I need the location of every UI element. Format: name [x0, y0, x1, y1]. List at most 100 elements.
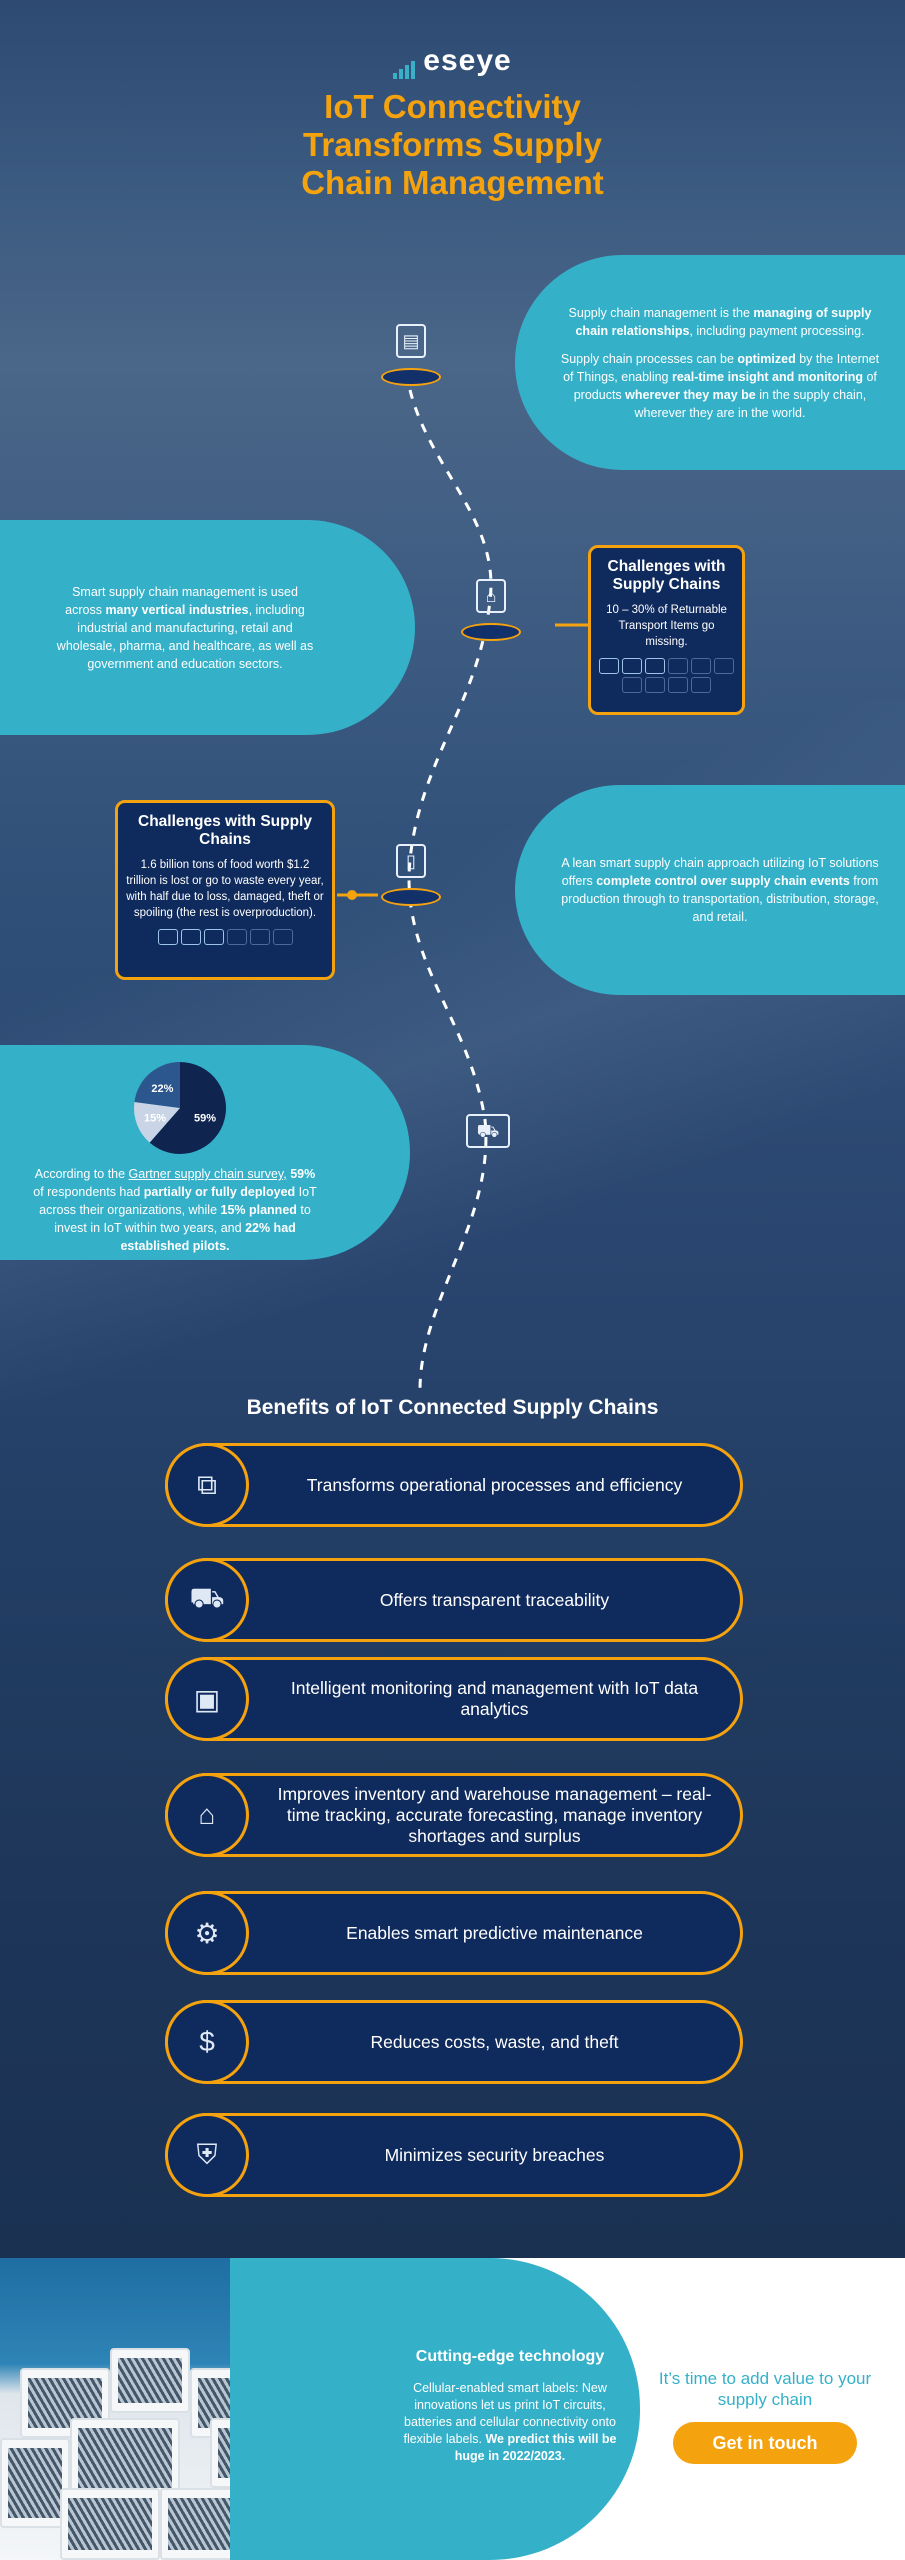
- crate-icon: [645, 677, 665, 693]
- node-mobile: ▯: [378, 840, 444, 906]
- package-check-icon: ▣: [165, 1657, 249, 1741]
- challenge-title: Challenges with Supply Chains: [607, 558, 726, 593]
- lean-bubble: A lean smart supply chain approach utili…: [515, 785, 905, 995]
- truck-icon: ⛟: [466, 1114, 510, 1148]
- text-segment: Supply chain management is the: [568, 305, 754, 320]
- paragraph: Supply chain processes can be optimized …: [555, 350, 885, 422]
- node-box-phone: ▤: [378, 320, 444, 386]
- pie-label: 15%: [144, 1112, 166, 1124]
- industries-bubble: Smart supply chain management is used ac…: [0, 520, 415, 735]
- cutting-edge-text: Cellular-enabled smart labels: New innov…: [400, 2380, 620, 2465]
- text-segment: wherever they may be: [625, 387, 756, 402]
- eseye-logo[interactable]: eseye: [0, 44, 905, 80]
- piggy-bank-icon: $: [165, 2000, 249, 2084]
- text-segment: many vertical industries: [105, 602, 249, 617]
- warehouse-icon: ⌂: [165, 1773, 249, 1857]
- deployment-pie-chart: 59% 15% 22%: [134, 1062, 226, 1154]
- bread-icon: [203, 929, 224, 945]
- benefit-item: ⚙ Enables smart predictive maintenance: [165, 1891, 743, 1975]
- gartner-bubble: According to the Gartner supply chain su…: [0, 1045, 410, 1260]
- title-line: Transforms Supply: [303, 126, 602, 163]
- maintenance-icon: ⚙: [165, 1891, 249, 1975]
- signal-bars-icon: [393, 45, 417, 80]
- text-segment: Cellular-enabled smart labels: New innov…: [403, 2381, 616, 2446]
- title-line: Chain Management: [301, 164, 604, 201]
- text-segment: We predict this will be huge in 2022/202…: [454, 2432, 617, 2463]
- logo-text: eseye: [423, 44, 512, 77]
- cutting-edge-panel: Cutting-edge technology Cellular-enabled…: [230, 2258, 640, 2560]
- text-segment: Supply chain processes can be: [560, 351, 738, 366]
- gartner-survey-link[interactable]: Gartner supply chain survey,: [128, 1167, 287, 1181]
- text-segment: by the Internet of Things, enabling: [563, 351, 880, 384]
- benefit-text: Transforms operational processes and eff…: [306, 1474, 683, 1495]
- benefits-heading: Benefits of IoT Connected Supply Chains: [246, 1396, 659, 1419]
- text-segment: of products: [573, 369, 877, 402]
- crate-icon: [714, 658, 734, 674]
- text-segment: real-time insight and monitoring: [671, 369, 863, 384]
- pie-label: 22%: [151, 1083, 173, 1095]
- benefit-item: ⌂ Improves inventory and warehouse manage…: [165, 1773, 743, 1857]
- crate-icon: [599, 658, 619, 674]
- challenge-title: Challenges with Supply Chains: [138, 813, 312, 848]
- cta-text: It’s time to add value to your supply ch…: [658, 2369, 872, 2409]
- benefit-text: Offers transparent traceability: [379, 1589, 610, 1610]
- benefit-item: ▣ Intelligent monitoring and management w…: [165, 1657, 743, 1741]
- pie-label: 59%: [194, 1112, 216, 1124]
- text-segment: , including industrial and manufacturing…: [56, 602, 314, 671]
- mobile-package-icon: ▯: [396, 844, 426, 878]
- text-segment: partially or fully deployed: [143, 1185, 296, 1199]
- box-phone-icon: ▤: [396, 324, 426, 358]
- title-line: IoT Connectivity: [324, 88, 581, 125]
- crate-icon: [691, 677, 711, 693]
- text-segment: in the supply chain, wherever they are i…: [634, 387, 867, 420]
- text-segment: optimized: [737, 351, 796, 366]
- forklift-icon: ⛟: [165, 1558, 249, 1642]
- bread-icon: [180, 929, 201, 945]
- crate-icon: [622, 658, 642, 674]
- ai-factory-icon: ⌂: [476, 579, 506, 613]
- text-segment: 15% planned: [220, 1203, 297, 1217]
- paragraph: According to the Gartner supply chain su…: [30, 1165, 320, 1255]
- benefit-text: Minimizes security breaches: [384, 2144, 605, 2165]
- benefit-item: ⧉ Transforms operational processes and ef…: [165, 1443, 743, 1527]
- bread-icon: [157, 929, 178, 945]
- crate-icon: [691, 658, 711, 674]
- text-segment: complete control over supply chain event…: [596, 874, 850, 888]
- cutting-edge-title: Cutting-edge technology: [415, 2348, 605, 2365]
- page-title: IoT Connectivity Transforms Supply Chain…: [0, 88, 905, 202]
- crate-icons: [599, 658, 734, 693]
- paragraph: A lean smart supply chain approach utili…: [560, 854, 880, 926]
- shield-icon: ⛨: [165, 2113, 249, 2197]
- crate-icon: [668, 677, 688, 693]
- text-segment: from production through to transportatio…: [561, 874, 879, 924]
- text-segment: managing of supply chain relationships: [575, 305, 872, 338]
- node-industries: ⌂: [458, 575, 524, 641]
- benefit-text: Enables smart predictive maintenance: [346, 1922, 643, 1943]
- text-segment: of respondents had: [33, 1185, 144, 1199]
- benefit-item: ⛟ Offers transparent traceability: [165, 1558, 743, 1642]
- pie-slice: [134, 1062, 180, 1108]
- get-in-touch-button[interactable]: Get in touch: [673, 2422, 857, 2464]
- bread-icon: [226, 929, 247, 945]
- text-segment: to invest in IoT within two years, and: [54, 1203, 311, 1235]
- challenge-text: 1.6 billion tons of food worth $1.2 tril…: [126, 859, 324, 919]
- bread-icon: [249, 929, 270, 945]
- challenge-card-food: Challenges with Supply Chains 1.6 billio…: [115, 800, 335, 980]
- text-segment: Smart supply chain management is used ac…: [65, 584, 298, 617]
- bread-icon: [272, 929, 293, 945]
- crate-icon: [622, 677, 642, 693]
- benefit-text: Intelligent monitoring and management wi…: [290, 1678, 699, 1719]
- text-segment: A lean smart supply chain approach utili…: [561, 856, 879, 888]
- benefit-text: Improves inventory and warehouse managem…: [277, 1783, 712, 1846]
- bread-icons: [126, 929, 324, 945]
- pie-slice: [149, 1062, 226, 1154]
- box-speed-icon: ⧉: [165, 1443, 249, 1527]
- text-segment: IoT across their organizations, while: [39, 1185, 317, 1217]
- benefit-item: ⛨ Minimizes security breaches: [165, 2113, 743, 2197]
- pie-slice: [134, 1101, 180, 1143]
- paragraph: Supply chain management is the managing …: [555, 304, 885, 340]
- benefit-text: Reduces costs, waste, and theft: [370, 2031, 619, 2052]
- intro-bubble: Supply chain management is the managing …: [515, 255, 905, 470]
- node-truck: ⛟: [455, 1110, 521, 1176]
- challenge-text: 10 – 30% of Returnable Transport Items g…: [606, 604, 727, 648]
